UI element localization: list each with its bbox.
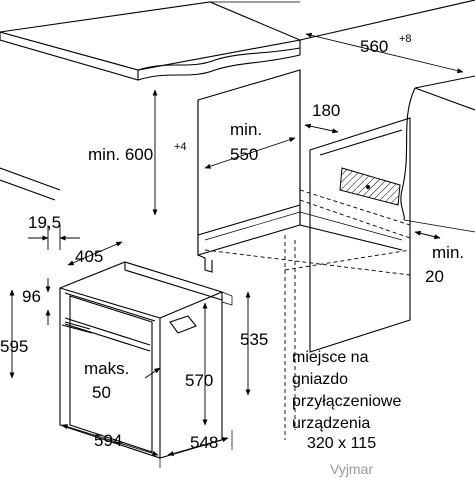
cabinet-carcass — [0, 69, 411, 353]
label-535: 535 — [240, 330, 268, 349]
label-depth-180: 180 — [312, 101, 340, 120]
label-height-tolerance: +4 — [174, 141, 187, 153]
niche-dashed-outline — [204, 189, 411, 440]
dimension-lines — [9, 32, 464, 468]
label-worktop-width-tolerance: +8 — [399, 33, 412, 45]
label-rear-20: 20 — [425, 267, 444, 286]
socket-note-line-1: miejsce na — [292, 349, 369, 366]
label-405: 405 — [75, 247, 103, 266]
label-rear-min: min. — [432, 243, 464, 262]
label-cabinet-550: 550 — [230, 145, 258, 164]
label-96: 96 — [22, 287, 41, 306]
watermark: Vyjmar — [330, 461, 373, 477]
label-595: 595 — [0, 337, 28, 356]
label-570: 570 — [185, 371, 213, 390]
worktop — [0, 1, 302, 81]
socket-note-line-3: przyłączeniowe — [292, 393, 401, 410]
socket-note-line-2: gniazdo — [292, 371, 348, 388]
label-handle-50: 50 — [92, 383, 111, 402]
label-handle-max: maks. — [84, 359, 129, 378]
dimension-labels: 560 +8 min. 550 min. 600 +4 180 min. 20 … — [0, 33, 464, 452]
label-594: 594 — [94, 431, 122, 450]
socket-note-line-5: 320 x 115 — [307, 435, 376, 452]
socket-area — [339, 167, 401, 206]
socket-note: miejsce na gniazdo przyłączeniowe urządz… — [292, 349, 401, 452]
label-height-min-600: min. 600 — [88, 145, 153, 164]
label-548: 548 — [190, 433, 218, 452]
socket-note-line-4: urządzenia — [292, 415, 370, 432]
label-19-5: 19,5 — [28, 213, 61, 232]
label-worktop-width: 560 — [360, 37, 388, 56]
label-cabinet-min: min. — [230, 120, 262, 139]
